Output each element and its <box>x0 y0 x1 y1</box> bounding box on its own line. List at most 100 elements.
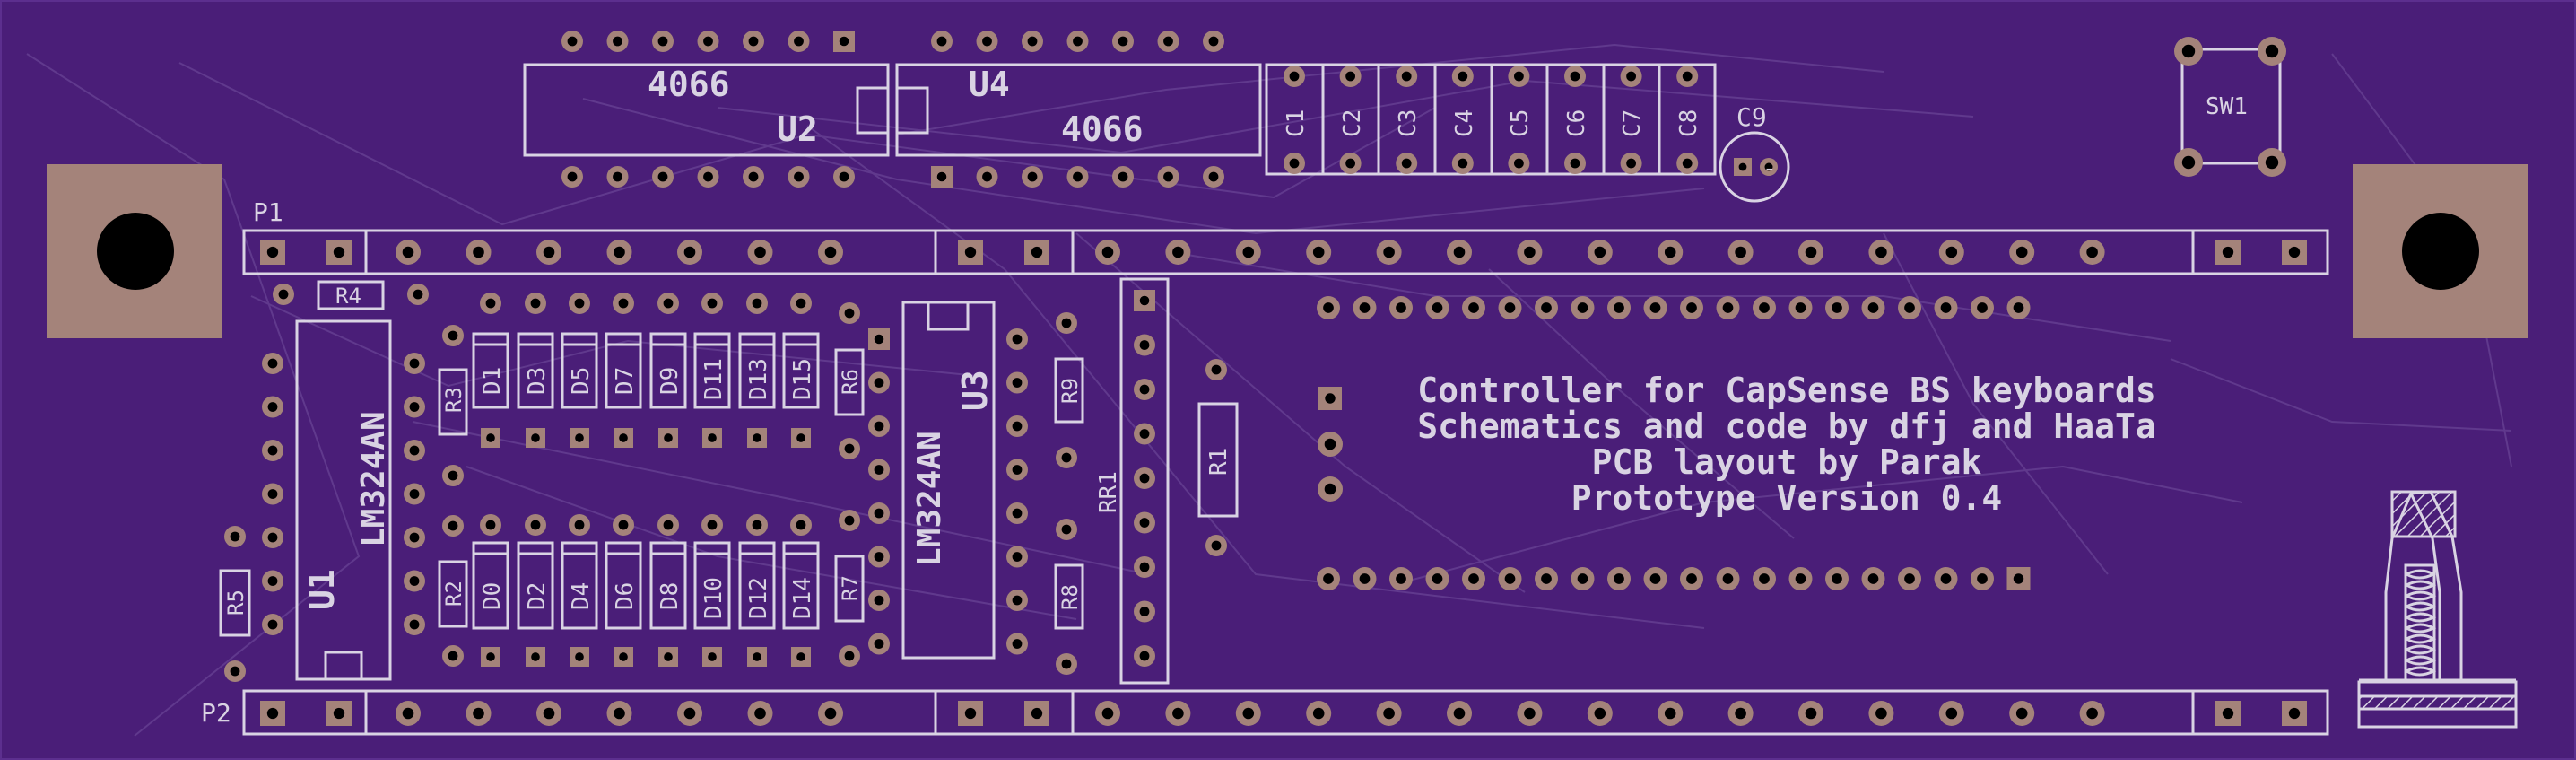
drill-hole <box>1396 573 1406 584</box>
u3-part-label: LM324AN <box>911 431 948 567</box>
drill-hole <box>1432 573 1443 584</box>
drill-hole <box>1570 158 1580 169</box>
drill-hole <box>657 171 668 182</box>
diode-label: D8 <box>657 582 683 610</box>
drill-hole <box>1012 465 1023 475</box>
drill-hole <box>874 595 884 606</box>
drill-hole <box>266 246 279 258</box>
drill-hole <box>844 515 855 526</box>
r4-label: R4 <box>335 284 361 309</box>
drill-hole <box>794 36 804 47</box>
drill-hole <box>664 433 673 442</box>
drill-hole <box>409 576 420 586</box>
drill-hole <box>1031 707 1043 720</box>
cap-label: C8 <box>1675 109 1702 137</box>
drill-hole <box>1163 36 1173 47</box>
drill-hole <box>1875 707 1887 720</box>
diode-label: D6 <box>612 582 639 610</box>
drill-hole <box>824 246 837 258</box>
drill-hole <box>1139 651 1150 661</box>
drill-hole <box>567 36 578 47</box>
drill-hole <box>964 246 977 258</box>
copper-traces <box>26 43 2512 737</box>
drill-hole <box>267 445 278 456</box>
drill-hole <box>448 651 458 661</box>
drill-hole <box>753 433 761 442</box>
drill-hole <box>1118 171 1128 182</box>
drill-hole <box>409 619 420 630</box>
cap-label: C3 <box>1395 109 1422 137</box>
drill-hole <box>531 652 540 661</box>
drill-hole <box>1012 334 1023 345</box>
drill-hole <box>752 520 762 530</box>
drill-hole <box>543 246 555 258</box>
drill-hole <box>1312 246 1325 258</box>
p2-label: P2 <box>201 698 231 728</box>
sw1-label: SW1 <box>2206 93 2248 120</box>
drill-hole <box>683 246 696 258</box>
drill-hole <box>1359 573 1371 584</box>
drill-hole <box>1504 573 1516 584</box>
drill-hole <box>1867 302 1879 313</box>
drill-hole <box>614 707 625 720</box>
drill-hole <box>2181 155 2196 170</box>
drill-hole <box>575 433 584 442</box>
drill-hole <box>413 289 423 300</box>
u4-part-label: 4066 <box>1061 109 1144 149</box>
drill-hole <box>1012 595 1023 606</box>
r5-label: R5 <box>223 590 248 616</box>
drill-hole <box>1101 707 1114 720</box>
drill-hole <box>448 470 458 481</box>
drill-hole <box>1626 158 1636 169</box>
drill-hole <box>1172 707 1184 720</box>
r7-label: R7 <box>838 575 863 601</box>
r2-label: R2 <box>441 581 466 607</box>
drill-hole <box>266 707 279 720</box>
drill-hole <box>333 246 345 258</box>
drill-hole <box>1805 707 1817 720</box>
drill-hole <box>1027 36 1038 47</box>
drill-hole <box>1945 246 1958 258</box>
rr1-label: RR1 <box>1095 471 1122 513</box>
drill-hole <box>663 298 674 309</box>
drill-hole <box>1139 607 1150 616</box>
drill-hole <box>874 639 884 649</box>
drill-hole <box>1594 707 1606 720</box>
drill-hole <box>473 707 484 720</box>
drill-hole <box>1012 508 1023 519</box>
drill-hole <box>402 707 414 720</box>
drill-hole <box>1453 707 1466 720</box>
drill-hole <box>796 652 805 661</box>
drill-hole <box>1904 302 1915 313</box>
drill-hole <box>1570 71 1580 82</box>
diode-label: D9 <box>657 367 683 395</box>
drill-hole <box>409 402 420 412</box>
drill-hole <box>619 433 628 442</box>
drill-hole <box>486 652 495 661</box>
drill-hole <box>267 402 278 412</box>
drill-hole <box>1649 573 1661 584</box>
u2-part-label: 4066 <box>648 65 730 104</box>
drill-hole <box>1383 707 1395 720</box>
drill-hole <box>664 652 673 661</box>
diode-label: D0 <box>479 582 506 610</box>
cap-label: C2 <box>1339 109 1366 137</box>
drill-hole <box>748 171 759 182</box>
drill-hole <box>844 651 855 661</box>
drill-hole <box>874 421 884 432</box>
drill-hole <box>409 445 420 456</box>
drill-hole <box>1805 246 1817 258</box>
cap-label: C6 <box>1563 109 1590 137</box>
description-line-3: PCB layout by Parak <box>1592 442 1982 482</box>
drill-hole <box>1401 158 1412 169</box>
drill-hole <box>1208 171 1219 182</box>
pads-layer <box>224 31 2307 726</box>
cap-label: C1 <box>1283 109 1310 137</box>
drill-hole <box>839 171 849 182</box>
drill-hole <box>1012 378 1023 388</box>
drill-hole <box>1832 302 1842 313</box>
drill-hole <box>874 552 884 562</box>
drill-hole <box>2015 707 2028 720</box>
diode-label: D3 <box>524 367 551 395</box>
drill-hole <box>1163 171 1173 182</box>
